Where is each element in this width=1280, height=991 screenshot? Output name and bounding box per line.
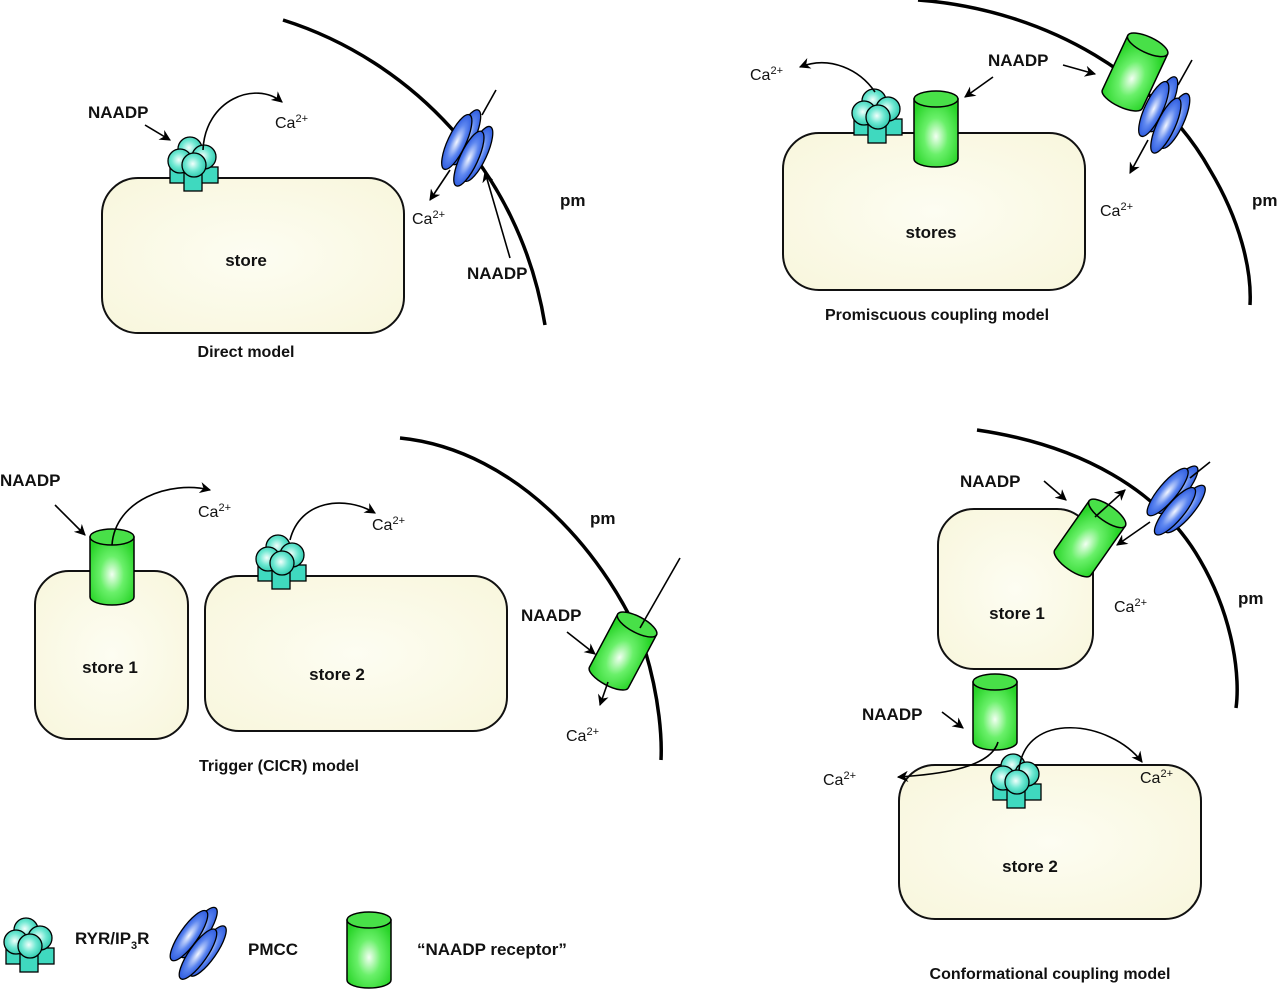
legend-naadp-receptor-label: “NAADP receptor” bbox=[417, 940, 567, 959]
ca-label: Ca2+ bbox=[412, 209, 445, 228]
ca-release-arrow bbox=[202, 91, 283, 151]
pmcc-icon bbox=[157, 898, 239, 988]
store bbox=[101, 177, 405, 334]
ca-efflux-arrow bbox=[1129, 139, 1149, 174]
store-label: store 2 bbox=[309, 665, 365, 684]
naadp-receptor-icon bbox=[972, 673, 1018, 751]
naadp-label: NAADP bbox=[521, 606, 581, 625]
ca-label: Ca2+ bbox=[566, 726, 599, 745]
plasma-membrane bbox=[399, 436, 663, 761]
ca-release-arrow bbox=[289, 502, 376, 541]
panel-promiscuous-coupling-model: stores Ca2+ NAADP Ca2+ pm Promiscuous co… bbox=[750, 0, 1278, 324]
naadp-arrow bbox=[566, 631, 596, 655]
store-label: store 1 bbox=[82, 658, 138, 677]
ca-efflux-arrow bbox=[598, 681, 609, 707]
store-label: store 1 bbox=[989, 604, 1045, 623]
store-2 bbox=[898, 764, 1202, 920]
store-label: stores bbox=[905, 223, 956, 242]
ryr-ip3r-icon bbox=[167, 136, 219, 192]
ryr-ip3r-icon bbox=[3, 917, 55, 973]
panel-title: Direct model bbox=[198, 344, 295, 361]
naadp-arrow-pm bbox=[1062, 64, 1097, 77]
panel-title: Promiscuous coupling model bbox=[825, 307, 1049, 324]
store-label: store 2 bbox=[1002, 857, 1058, 876]
ca-release-arrow bbox=[111, 482, 212, 546]
naadp-label: NAADP bbox=[960, 472, 1020, 491]
ca-label: Ca2+ bbox=[198, 502, 231, 521]
plasma-membrane bbox=[976, 428, 1239, 709]
legend-ryr-label: RYR/IP3R bbox=[75, 929, 149, 952]
naadp-label: NAADP bbox=[988, 51, 1048, 70]
naadp-label: NAADP bbox=[862, 705, 922, 724]
legend: RYR/IP3R PMCC “NAADP receptor” bbox=[3, 898, 567, 989]
naadp-arrow bbox=[941, 711, 964, 729]
naadp-receptor-icon bbox=[346, 911, 392, 989]
ca-label: Ca2+ bbox=[275, 113, 308, 132]
pm-label: pm bbox=[590, 509, 616, 528]
ca-efflux-arrow bbox=[429, 169, 451, 201]
plasma-membrane bbox=[917, 0, 1252, 306]
naadp-arrow bbox=[1043, 480, 1067, 501]
naadp-label: NAADP bbox=[88, 103, 148, 122]
naadp-arrow bbox=[54, 504, 86, 536]
ca-label: Ca2+ bbox=[750, 65, 783, 84]
ca-release-arrow bbox=[1018, 727, 1143, 771]
naadp-label: NAADP bbox=[467, 264, 527, 283]
ca-release-arrow bbox=[896, 741, 999, 782]
ca-label: Ca2+ bbox=[1114, 597, 1147, 616]
legend-pmcc-label: PMCC bbox=[248, 940, 298, 959]
panel-title: Conformational coupling model bbox=[930, 966, 1171, 983]
naadp-arrow bbox=[144, 124, 171, 141]
naadp-receptor-icon bbox=[584, 606, 662, 696]
ca-label: Ca2+ bbox=[823, 770, 856, 789]
store-1 bbox=[937, 508, 1094, 670]
pm-label: pm bbox=[560, 191, 586, 210]
naadp-receptor-icon bbox=[913, 90, 959, 168]
coupling-arrow-out bbox=[1094, 489, 1126, 518]
ca-release-arrow bbox=[798, 58, 876, 93]
pm-label: pm bbox=[1252, 191, 1278, 210]
plasma-membrane bbox=[282, 18, 547, 326]
ca-label: Ca2+ bbox=[1100, 201, 1133, 220]
panel-conformational-coupling-model: store 1 store 2 NAADP Ca2+ pm NAADP Ca2+… bbox=[823, 428, 1264, 983]
coupling-arrow-in bbox=[1116, 521, 1151, 546]
store-label: store bbox=[225, 251, 267, 270]
panel-title: Trigger (CICR) model bbox=[199, 758, 359, 775]
ryr-ip3r-icon bbox=[255, 534, 307, 590]
ryr-ip3r-icon bbox=[851, 88, 903, 144]
naadp-label: NAADP bbox=[0, 471, 60, 490]
pmcc-axis bbox=[481, 89, 497, 116]
pmcc-axis bbox=[1189, 461, 1211, 479]
ca-label: Ca2+ bbox=[372, 515, 405, 534]
store-2 bbox=[204, 575, 508, 732]
ca-label: Ca2+ bbox=[1140, 768, 1173, 787]
naadp-arrow bbox=[964, 76, 994, 98]
pmcc-axis bbox=[1177, 59, 1193, 86]
panel-direct-model: store NAADP Ca2+ Ca2+ NAADP pm Direct mo… bbox=[88, 18, 586, 361]
panel-trigger-cicr-model: store 1 store 2 NAADP Ca2+ Ca2+ pm NAADP… bbox=[0, 436, 681, 775]
ryr-ip3r-icon bbox=[990, 753, 1042, 809]
receptor-axis bbox=[639, 557, 681, 629]
naadp-arrow-pm bbox=[482, 170, 511, 259]
pm-label: pm bbox=[1238, 589, 1264, 608]
